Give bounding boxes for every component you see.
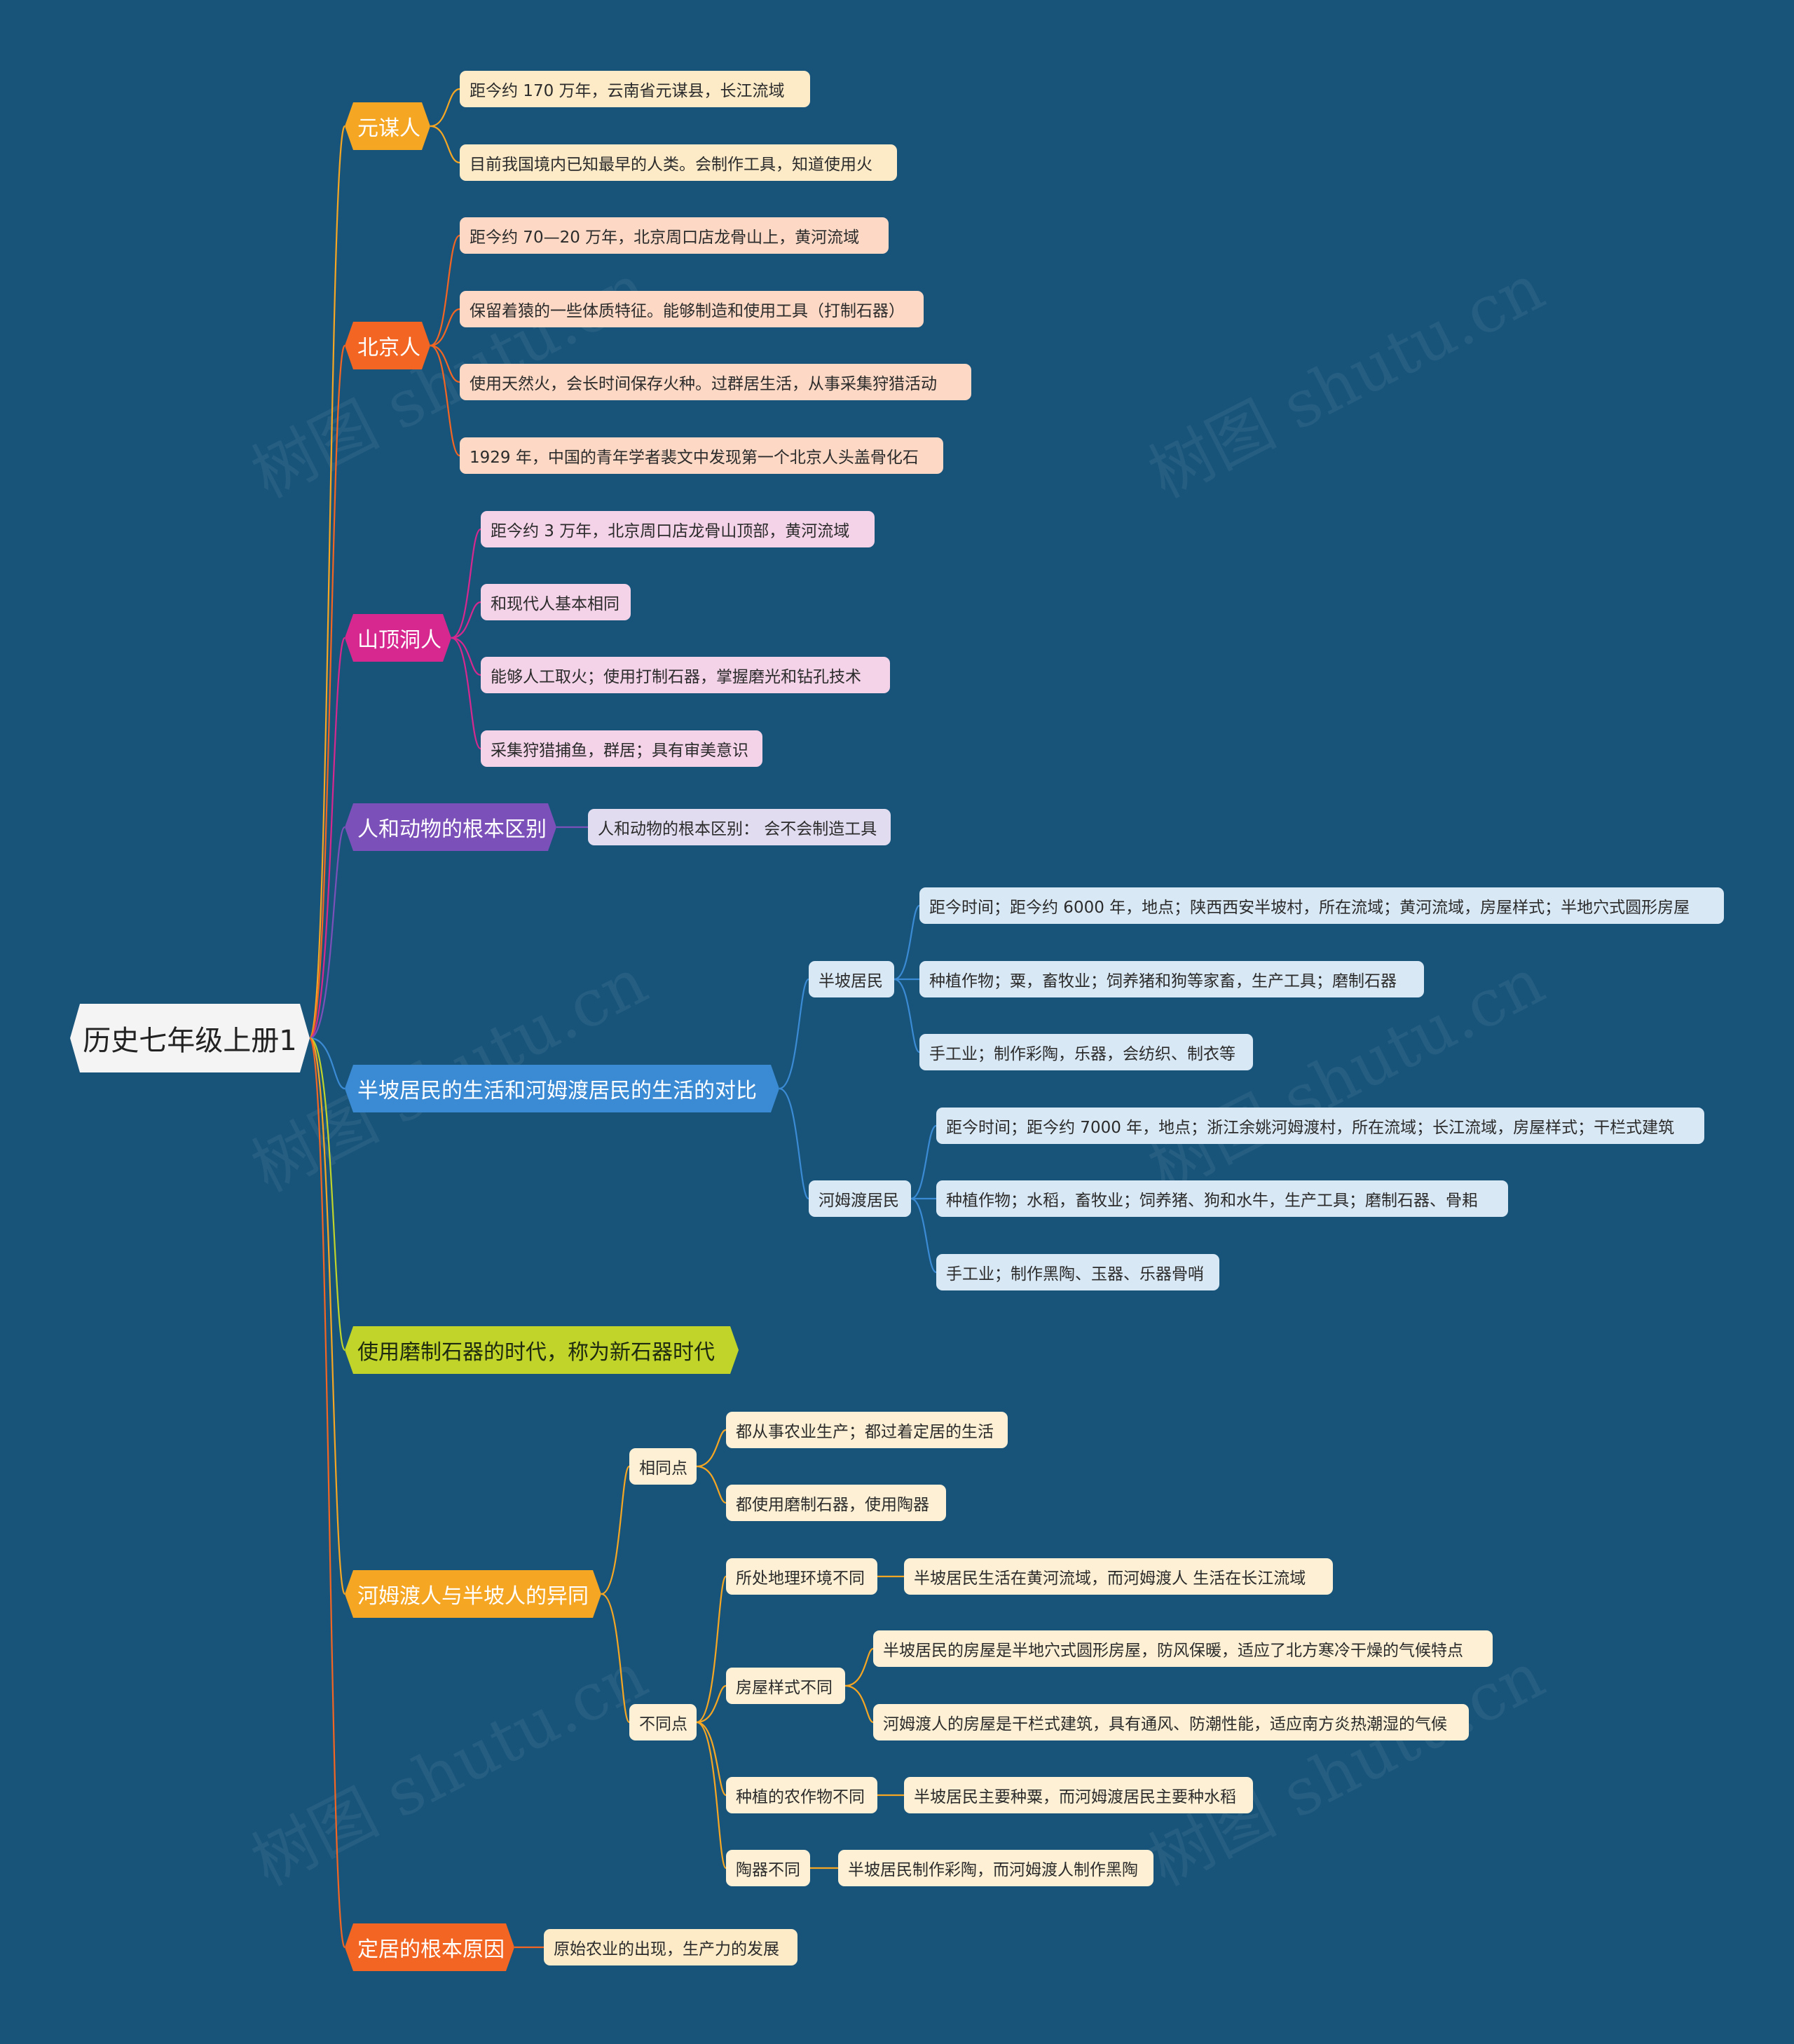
diff-pottery-item[interactable]: 半坡居民制作彩陶，而河姆渡人制作黑陶 (838, 1850, 1153, 1886)
topic-renhe[interactable]: 人和动物的根本区别 (345, 803, 556, 851)
renhe-item-1[interactable]: 人和动物的根本区别： 会不会制造工具 (588, 809, 891, 845)
diff-pottery[interactable]: 陶器不同 (726, 1850, 810, 1886)
hemudu-item-3[interactable]: 手工业；制作黑陶、玉器、乐器骨哨 (936, 1254, 1219, 1290)
diff-geography-item[interactable]: 半坡居民生活在黄河流域，而河姆渡人 生活在长江流域 (904, 1558, 1333, 1595)
banpo-item-1[interactable]: 距今时间；距今约 6000 年，地点；陕西西安半坡村，所在流域；黄河流域，房屋样… (919, 887, 1724, 924)
hemudu-item-1[interactable]: 距今时间；距今约 7000 年，地点；浙江余姚河姆渡村，所在流域；长江流域，房屋… (936, 1108, 1704, 1144)
banpo-group[interactable]: 半坡居民 (809, 961, 894, 997)
different-points[interactable]: 不同点 (629, 1704, 697, 1740)
diff-house[interactable]: 房屋样式不同 (726, 1668, 845, 1704)
diff-house-item-2[interactable]: 河姆渡人的房屋是干栏式建筑，具有通风、防潮性能，适应南方炎热潮湿的气候 (873, 1704, 1469, 1740)
hemudu-group[interactable]: 河姆渡居民 (809, 1180, 911, 1217)
topic-banpo-compare[interactable]: 半坡居民的生活和河姆渡居民的生活的对比 (345, 1065, 779, 1112)
shanding-item-4[interactable]: 采集狩猎捕鱼，群居；具有审美意识 (481, 730, 762, 767)
topic-beijing[interactable]: 北京人 (345, 322, 430, 369)
root-topic[interactable]: 历史七年级上册1 (70, 1004, 310, 1072)
diff-crops-item[interactable]: 半坡居民主要种粟，而河姆渡居民主要种水稻 (904, 1777, 1253, 1813)
topic-shanding[interactable]: 山顶洞人 (345, 614, 451, 662)
diff-crops[interactable]: 种植的农作物不同 (726, 1777, 877, 1813)
beijing-item-4[interactable]: 1929 年，中国的青年学者裴文中发现第一个北京人头盖骨化石 (460, 437, 943, 474)
settlement-item-1[interactable]: 原始农业的出现，生产力的发展 (544, 1929, 797, 1965)
same-item-2[interactable]: 都使用磨制石器，使用陶器 (726, 1485, 946, 1521)
beijing-item-3[interactable]: 使用天然火，会长时间保存火种。过群居生活，从事采集狩猎活动 (460, 364, 971, 400)
banpo-item-3[interactable]: 手工业；制作彩陶，乐器，会纺织、制衣等 (919, 1034, 1253, 1070)
shanding-item-1[interactable]: 距今约 3 万年，北京周口店龙骨山顶部，黄河流域 (481, 511, 875, 547)
shanding-item-2[interactable]: 和现代人基本相同 (481, 584, 631, 620)
hemudu-item-2[interactable]: 种植作物；水稻，畜牧业；饲养猪、狗和水牛，生产工具；磨制石器、骨耜 (936, 1180, 1508, 1217)
same-item-1[interactable]: 都从事农业生产；都过着定居的生活 (726, 1412, 1008, 1448)
banpo-item-2[interactable]: 种植作物；粟，畜牧业；饲养猪和狗等家畜，生产工具；磨制石器 (919, 961, 1424, 997)
same-points[interactable]: 相同点 (629, 1448, 697, 1485)
diff-house-item-1[interactable]: 半坡居民的房屋是半地穴式圆形房屋，防风保暖，适应了北方寒冷干燥的气候特点 (873, 1630, 1493, 1667)
topic-similar-different[interactable]: 河姆渡人与半坡人的异同 (345, 1570, 601, 1618)
topic-neolithic[interactable]: 使用磨制石器的时代，称为新石器时代 (345, 1326, 739, 1374)
topic-settlement[interactable]: 定居的根本原因 (345, 1923, 514, 1971)
yuanmou-item-1[interactable]: 距今约 170 万年，云南省元谋县，长江流域 (460, 71, 810, 107)
shanding-item-3[interactable]: 能够人工取火；使用打制石器，掌握磨光和钻孔技术 (481, 657, 890, 693)
beijing-item-1[interactable]: 距今约 70—20 万年，北京周口店龙骨山上，黄河流域 (460, 217, 889, 254)
yuanmou-item-2[interactable]: 目前我国境内已知最早的人类。会制作工具，知道使用火 (460, 144, 897, 181)
topic-yuanmou[interactable]: 元谋人 (345, 102, 430, 150)
beijing-item-2[interactable]: 保留着猿的一些体质特征。能够制造和使用工具（打制石器） (460, 291, 924, 327)
diff-geography[interactable]: 所处地理环境不同 (726, 1558, 877, 1595)
